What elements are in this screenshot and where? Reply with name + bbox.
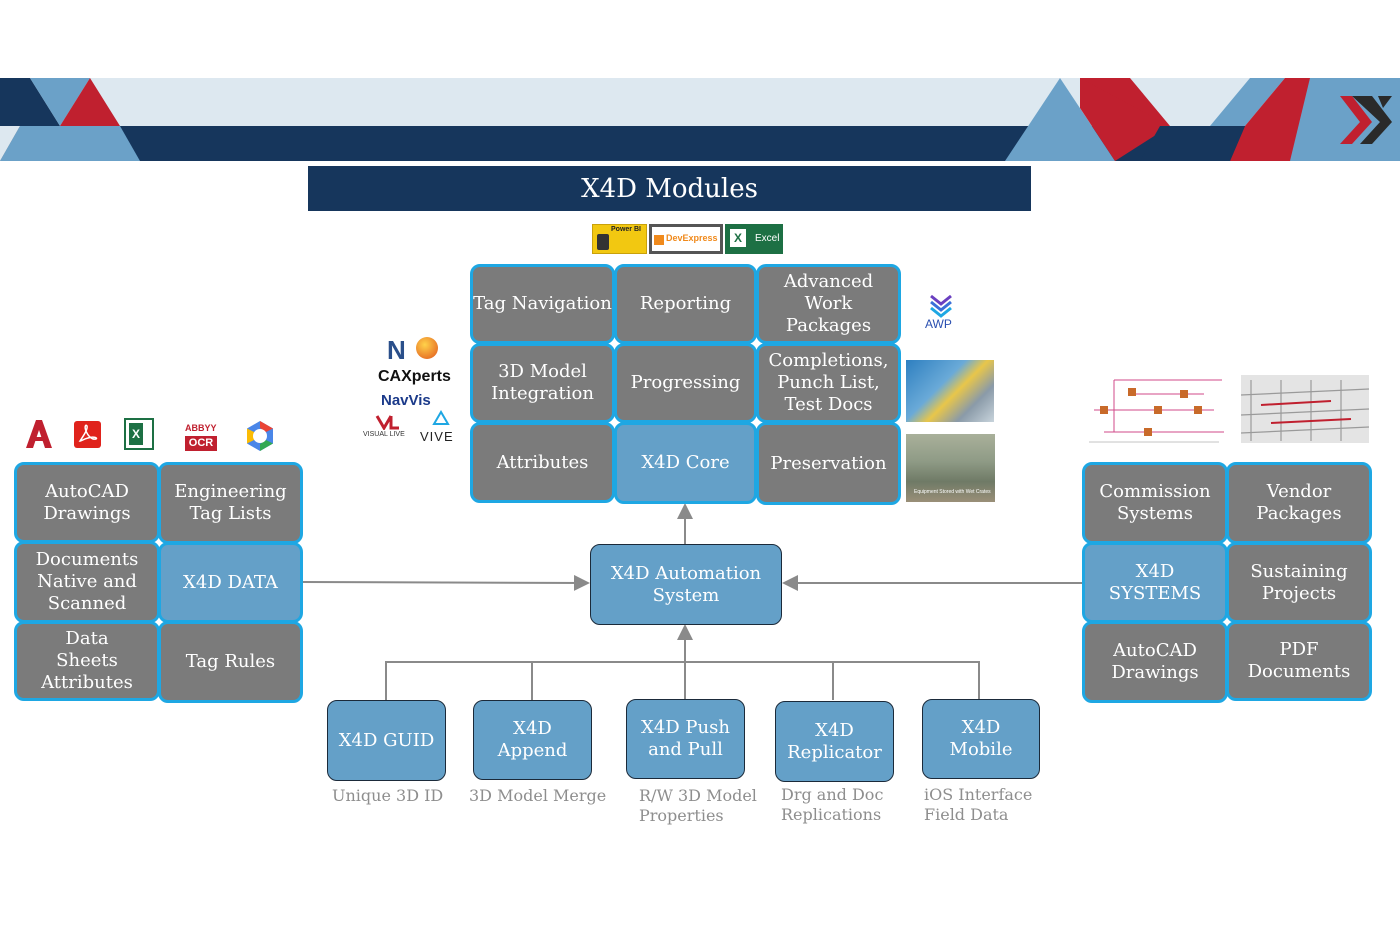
progressing-module[interactable]: Progressing (614, 343, 757, 423)
excel-icon: X (730, 229, 746, 247)
commission-systems-source[interactable]: Commission Systems (1082, 462, 1228, 544)
x4d-data-module[interactable]: X4D DATA (158, 542, 303, 623)
advanced-work-packages-module[interactable]: Advanced Work Packages (756, 264, 901, 344)
data-sheets-attributes-source[interactable]: Data Sheets Attributes (14, 621, 160, 701)
visual-live-icon (375, 415, 399, 430)
pdf-icon (74, 421, 101, 448)
completions-punch-list-module[interactable]: Completions, Punch List, Test Docs (756, 343, 901, 423)
x4d-replicator-module[interactable]: X4D Replicator (775, 701, 894, 782)
pdf-documents-source[interactable]: PDF Documents (1226, 621, 1372, 701)
equipment-photo: Equipment Stored with Wet Crates (906, 434, 995, 502)
x4d-append-caption: 3D Model Merge (469, 786, 607, 805)
autocad-icon (26, 420, 52, 448)
reporting-module[interactable]: Reporting (614, 264, 757, 344)
steel-model-thumbnail (1241, 375, 1369, 443)
engineering-tag-lists-source[interactable]: Engineering Tag Lists (158, 462, 303, 544)
navvis-logo: NavVis (381, 392, 431, 409)
navisworks-logo: N (387, 335, 406, 365)
x4d-replicator-caption: Drg and Doc Replications (781, 785, 884, 824)
caxperts-logo: CAXperts (378, 368, 451, 385)
excel-file-icon: X (124, 418, 154, 450)
x4d-automation-system[interactable]: X4D Automation System (590, 544, 782, 625)
abbyy-ocr-logo: ABBYY OCR (185, 423, 217, 451)
devexpress-icon (654, 235, 664, 245)
power-bi-icon (597, 234, 609, 250)
navisworks-sphere-icon (416, 337, 438, 359)
x4d-core-module[interactable]: X4D Core (614, 422, 757, 504)
pid-diagram-thumbnail (1084, 372, 1226, 450)
devexpress-logo: DevExpress (649, 224, 723, 254)
x4d-append-module[interactable]: X4D Append (473, 700, 592, 780)
x4d-push-pull-module[interactable]: X4D Push and Pull (626, 699, 745, 779)
page-title: X4D Modules (308, 166, 1031, 211)
documents-native-scanned-source[interactable]: Documents Native and Scanned (14, 541, 160, 623)
vendor-packages-source[interactable]: Vendor Packages (1226, 462, 1372, 544)
x4d-mobile-caption: iOS Interface Field Data (924, 785, 1033, 824)
x4d-guid-module[interactable]: X4D GUID (327, 700, 446, 781)
power-bi-logo: Power BI (592, 224, 647, 254)
tag-rules-source[interactable]: Tag Rules (158, 621, 303, 703)
autocad-drawings-right-source[interactable]: AutoCAD Drawings (1082, 621, 1228, 703)
x4d-guid-caption: Unique 3D ID (332, 786, 444, 805)
sustaining-projects-source[interactable]: Sustaining Projects (1226, 542, 1372, 623)
attributes-module[interactable]: Attributes (470, 422, 615, 503)
awp-icon (930, 294, 952, 318)
vive-icon (432, 410, 450, 425)
visual-live-logo: VISUAL LIVE (363, 431, 405, 438)
header-banner (0, 78, 1400, 161)
autocad-drawings-source[interactable]: AutoCAD Drawings (14, 462, 160, 543)
x4d-push-pull-caption: R/W 3D Model Properties (639, 786, 757, 825)
x4d-systems-module[interactable]: X4D SYSTEMS (1082, 542, 1228, 623)
vive-logo: VIVE (420, 429, 454, 444)
preservation-module[interactable]: Preservation (756, 422, 901, 505)
awp-logo-label: AWP (925, 317, 952, 331)
3d-model-integration-module[interactable]: 3D Model Integration (470, 343, 615, 423)
excel-logo: X Excel (725, 224, 783, 254)
google-cloud-icon (247, 421, 273, 451)
x4d-mobile-module[interactable]: X4D Mobile (922, 699, 1040, 779)
worker-photo (906, 360, 994, 422)
tag-navigation-module[interactable]: Tag Navigation (470, 264, 615, 344)
